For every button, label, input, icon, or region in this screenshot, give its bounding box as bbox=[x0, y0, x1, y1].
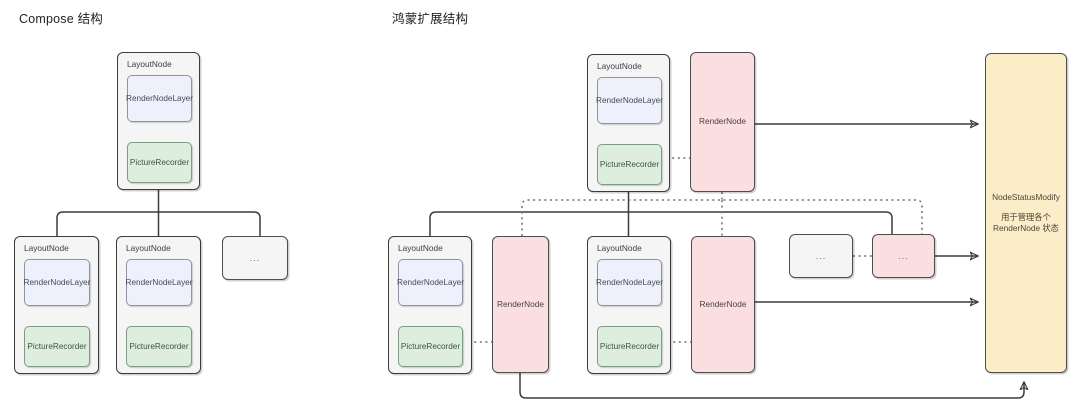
right-child-layoutnode-2[interactable]: LayoutNode RenderNodeLayer PictureRecord… bbox=[587, 236, 671, 374]
rendernodelayer-box[interactable]: RenderNodeLayer bbox=[24, 259, 90, 306]
layoutnode-label: LayoutNode bbox=[398, 243, 443, 253]
rendernodelayer-box[interactable]: RenderNodeLayer bbox=[596, 77, 663, 124]
left-root-layoutnode[interactable]: LayoutNode RenderNodeLayer PictureRecord… bbox=[117, 52, 200, 190]
picturerecorder-box[interactable]: PictureRecorder bbox=[597, 144, 662, 185]
node-status-modify-desc-2: RenderNode 状态 bbox=[993, 223, 1059, 234]
layoutnode-label: LayoutNode bbox=[24, 243, 69, 253]
right-child-ellipsis-layoutnode[interactable]: ... bbox=[789, 234, 853, 278]
rendernodelayer-box[interactable]: RenderNodeLayer bbox=[126, 259, 192, 306]
right-child-layoutnode-1[interactable]: LayoutNode RenderNodeLayer PictureRecord… bbox=[388, 236, 472, 374]
picturerecorder-box[interactable]: PictureRecorder bbox=[126, 326, 192, 367]
right-child-rendernode-2[interactable]: RenderNode bbox=[691, 236, 755, 373]
left-child-ellipsis[interactable]: ... bbox=[222, 236, 288, 280]
left-child-layoutnode-2[interactable]: LayoutNode RenderNodeLayer PictureRecord… bbox=[116, 236, 201, 374]
node-status-modify-desc-1: 用于管理各个 bbox=[1001, 211, 1051, 222]
left-diagram-title: Compose 结构 bbox=[19, 12, 103, 26]
node-status-modify-box[interactable]: NodeStatusModify 用于管理各个 RenderNode 状态 bbox=[985, 53, 1067, 373]
picturerecorder-box[interactable]: PictureRecorder bbox=[597, 326, 662, 367]
right-child-ellipsis-rendernode[interactable]: ... bbox=[872, 234, 935, 278]
layoutnode-label: LayoutNode bbox=[597, 243, 642, 253]
right-root-layoutnode[interactable]: LayoutNode RenderNodeLayer PictureRecord… bbox=[587, 54, 670, 192]
rendernodelayer-box[interactable]: RenderNodeLayer bbox=[126, 75, 193, 122]
picturerecorder-box[interactable]: PictureRecorder bbox=[24, 326, 90, 367]
rendernodelayer-box[interactable]: RenderNodeLayer bbox=[596, 259, 663, 306]
right-root-rendernode[interactable]: RenderNode bbox=[690, 52, 755, 192]
picturerecorder-box[interactable]: PictureRecorder bbox=[398, 326, 463, 367]
right-child-rendernode-1[interactable]: RenderNode bbox=[492, 236, 549, 373]
right-diagram-title: 鸿蒙扩展结构 bbox=[392, 12, 469, 26]
picturerecorder-box[interactable]: PictureRecorder bbox=[127, 142, 192, 183]
node-status-modify-title: NodeStatusModify bbox=[992, 191, 1060, 202]
layoutnode-label: LayoutNode bbox=[127, 59, 172, 69]
left-child-layoutnode-1[interactable]: LayoutNode RenderNodeLayer PictureRecord… bbox=[14, 236, 99, 374]
layoutnode-label: LayoutNode bbox=[597, 61, 642, 71]
layoutnode-label: LayoutNode bbox=[126, 243, 171, 253]
rendernodelayer-box[interactable]: RenderNodeLayer bbox=[397, 259, 464, 306]
